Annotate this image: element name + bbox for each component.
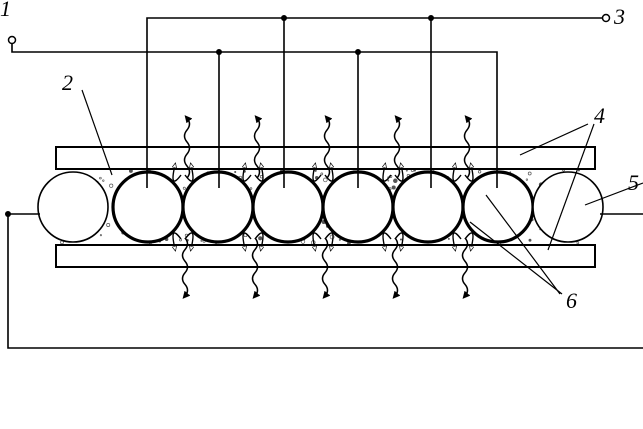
- label-6: 6: [566, 288, 577, 313]
- grain-speck: [387, 179, 390, 182]
- radiation-arrow: [461, 237, 471, 299]
- junction-3b: [428, 15, 434, 21]
- swirl-arrow: [453, 165, 462, 182]
- roller-end: [37, 171, 109, 243]
- rollers: [37, 170, 604, 244]
- swirl-arrow: [313, 232, 322, 249]
- label-4: 4: [594, 103, 605, 128]
- roller-active: [461, 170, 535, 244]
- grain-speck: [391, 185, 396, 190]
- roller-active: [111, 170, 185, 244]
- grain-speck: [182, 186, 186, 190]
- radiation-arrow: [181, 237, 191, 299]
- junction-left: [5, 211, 11, 217]
- grain-speck: [234, 170, 237, 174]
- grain-speck: [447, 237, 450, 240]
- swirl-arrow: [383, 165, 392, 182]
- swirl-arrow: [383, 232, 392, 249]
- bus-1: [11, 43, 498, 188]
- grain-speck: [527, 171, 532, 176]
- swirl-arrow: [464, 232, 473, 249]
- grain-speck: [338, 238, 341, 241]
- grain-speck: [525, 178, 529, 181]
- label-2: 2: [62, 70, 73, 95]
- outer-loop: [7, 213, 643, 349]
- grain-speck: [405, 169, 408, 172]
- terminal-3: [601, 13, 611, 23]
- swirl-arrow: [173, 232, 182, 249]
- grain-speck: [99, 234, 102, 237]
- radiation-arrow: [183, 115, 193, 179]
- grain-speck: [314, 169, 317, 172]
- swirl-arrow: [243, 165, 252, 182]
- grain-speck: [399, 238, 403, 241]
- grain-speck: [99, 176, 102, 180]
- radiation-arrow: [253, 115, 263, 179]
- grain-speck: [109, 183, 114, 188]
- swirl-arrow: [313, 165, 322, 182]
- junction-1b: [355, 49, 361, 55]
- swirl-arrow: [243, 232, 252, 249]
- roller-active: [181, 170, 255, 244]
- swirl-arrow: [173, 165, 182, 182]
- swirl-arrow: [324, 232, 333, 249]
- grain-speck: [200, 239, 203, 242]
- grain-speck: [258, 236, 263, 241]
- grain-speck: [393, 178, 398, 184]
- grain-speck: [576, 241, 580, 245]
- junction-1a: [216, 49, 222, 55]
- radiation-arrow: [391, 237, 401, 299]
- swirl-arrows: [173, 165, 473, 249]
- label-3: 3: [613, 4, 625, 29]
- radiation-arrow: [323, 115, 333, 179]
- swirl-arrow: [184, 232, 193, 249]
- grain-speck: [249, 187, 253, 190]
- terminal-1: [7, 35, 17, 45]
- bus-3: [146, 17, 602, 188]
- radiation-arrow: [251, 237, 261, 299]
- grain-speck: [329, 234, 335, 240]
- roller-active: [391, 170, 465, 244]
- swirl-arrow: [254, 232, 263, 249]
- label-1: 1: [0, 0, 11, 21]
- leader-lines: [81, 89, 643, 295]
- radiation-arrow: [463, 115, 473, 179]
- grain-speck: [323, 177, 328, 183]
- grain-speck: [102, 179, 105, 182]
- grain-speck: [106, 223, 111, 227]
- roller-active: [251, 170, 325, 244]
- radiation-arrow: [321, 237, 331, 299]
- grain-speck: [320, 172, 324, 176]
- swirl-arrow: [394, 232, 403, 249]
- radiation-arrows: [181, 115, 473, 299]
- grain-speck: [528, 238, 532, 242]
- swirl-arrow: [453, 232, 462, 249]
- junction-3a: [281, 15, 287, 21]
- label-5: 5: [628, 170, 639, 195]
- grain-speck: [477, 170, 482, 174]
- roller-end: [532, 171, 604, 243]
- radiation-arrow: [393, 115, 403, 179]
